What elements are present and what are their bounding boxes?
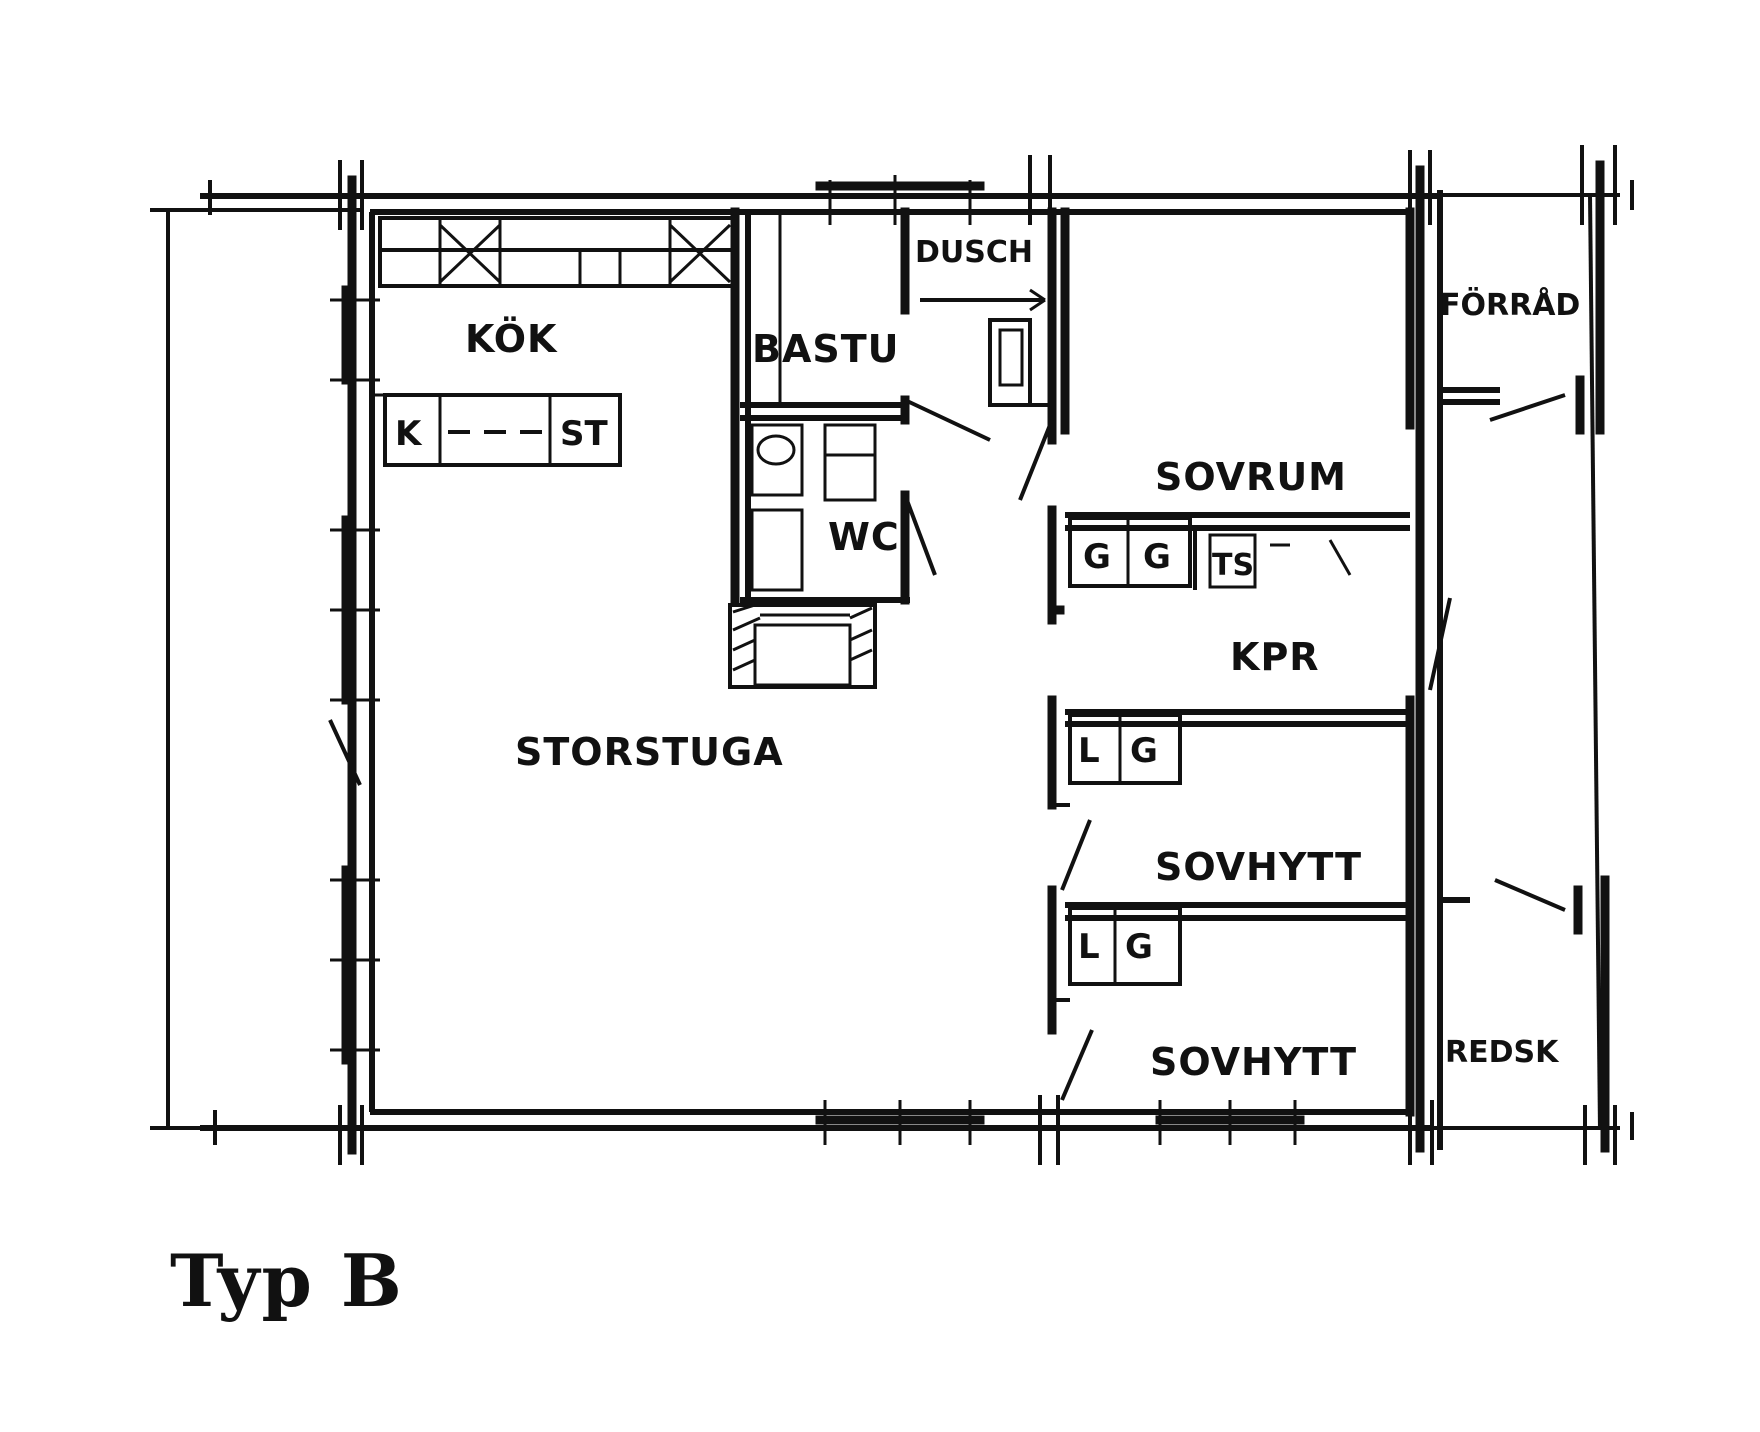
- room-label-sovhytt-2: SOVHYTT: [1150, 1040, 1357, 1084]
- room-label-wc: WC: [828, 515, 900, 559]
- room-label-dusch: DUSCH: [915, 235, 1033, 270]
- room-label-forrad: FÖRRÅD: [1440, 286, 1580, 323]
- fixture-label-st: ST: [560, 414, 608, 454]
- plan-caption: Typ B: [170, 1238, 404, 1323]
- room-label-kpr: KPR: [1230, 635, 1320, 679]
- fixture-label-ts: TS: [1212, 548, 1254, 583]
- fixture-label-g2: G: [1143, 537, 1171, 577]
- facade-windows: [815, 175, 1305, 1145]
- exterior-walls: [200, 160, 1610, 1155]
- fixture-label-l1: L: [1078, 731, 1100, 771]
- room-label-bastu: BASTU: [752, 327, 900, 371]
- fixture-label-g3: G: [1130, 731, 1158, 771]
- room-label-redsk: REDSK: [1445, 1035, 1560, 1070]
- fixture-label-l2: L: [1078, 927, 1100, 967]
- fixture-label-g4: G: [1125, 927, 1153, 967]
- left-windows: [328, 285, 380, 1065]
- room-label-kok: KÖK: [465, 317, 558, 361]
- fixture-label-g1: G: [1083, 537, 1111, 577]
- terrace-outline: [150, 193, 1620, 1131]
- bedroom-walls: [1047, 207, 1425, 1117]
- fixture-label-k: K: [395, 414, 423, 454]
- storage-rooms: [1415, 375, 1585, 935]
- room-label-storstuga: STORSTUGA: [515, 730, 784, 774]
- bath-block: [728, 207, 991, 689]
- room-label-sovhytt-1: SOVHYTT: [1155, 845, 1362, 889]
- room-label-sovrum: SOVRUM: [1155, 455, 1347, 499]
